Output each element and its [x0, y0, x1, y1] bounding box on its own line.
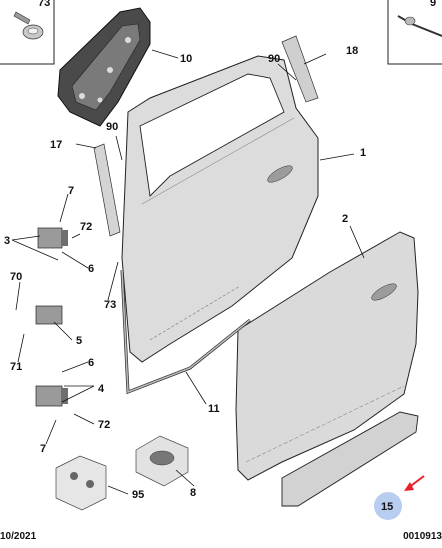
- door-panel-part-1: [121, 55, 319, 363]
- callout-8: 8: [190, 487, 196, 499]
- red-arrow-icon: [404, 475, 425, 491]
- corner-trim-part-18: [281, 35, 319, 103]
- callout-6-bottom: 6: [88, 357, 94, 369]
- callout-11: 11: [208, 403, 220, 415]
- callout-90-top: 90: [268, 53, 280, 65]
- callout-3: 3: [4, 235, 10, 247]
- callout-73-mid: 73: [104, 299, 116, 311]
- callout-7-bottom: 7: [40, 443, 46, 455]
- highlight-circle: [374, 492, 402, 520]
- callout-7-top: 7: [68, 185, 74, 197]
- callout-18: 18: [346, 45, 358, 57]
- callout-1: 1: [360, 147, 366, 159]
- leader-lines: [11, 49, 365, 495]
- callout-70: 70: [10, 271, 22, 283]
- footer-date: 10/2021: [0, 531, 37, 542]
- callout-17: 17: [50, 139, 62, 151]
- seal-part-11: [120, 269, 251, 395]
- inset-fastener-73: [0, 0, 55, 65]
- callout-15: 15: [381, 501, 393, 513]
- fixing-kit-part-95: [55, 455, 107, 511]
- part-8-pad: [135, 435, 189, 487]
- trim-strip-part-17: [93, 143, 121, 237]
- footer-reference: 0010913: [403, 531, 442, 542]
- callout-6-top: 6: [88, 263, 94, 275]
- callout-72-bottom: 72: [98, 419, 110, 431]
- hinge-upper-part-3: [37, 227, 68, 249]
- callout-2: 2: [342, 213, 348, 225]
- callout-90-left: 90: [106, 121, 118, 133]
- callout-5: 5: [76, 335, 82, 347]
- check-strap-part-5: [35, 305, 63, 325]
- door-module-part-10: [57, 7, 151, 127]
- molding-part-15: [281, 411, 419, 507]
- hinge-lower-part-4: [35, 385, 68, 407]
- callout-71: 71: [10, 361, 22, 373]
- callout-95: 95: [132, 489, 144, 501]
- callout-4: 4: [98, 383, 105, 395]
- callout-9: 9: [430, 0, 436, 9]
- callout-10: 10: [180, 53, 192, 65]
- inset-fastener-right: [387, 0, 442, 65]
- callout-73: 73: [38, 0, 50, 9]
- door-panel-part-2: [235, 231, 419, 481]
- callout-72-top: 72: [80, 221, 92, 233]
